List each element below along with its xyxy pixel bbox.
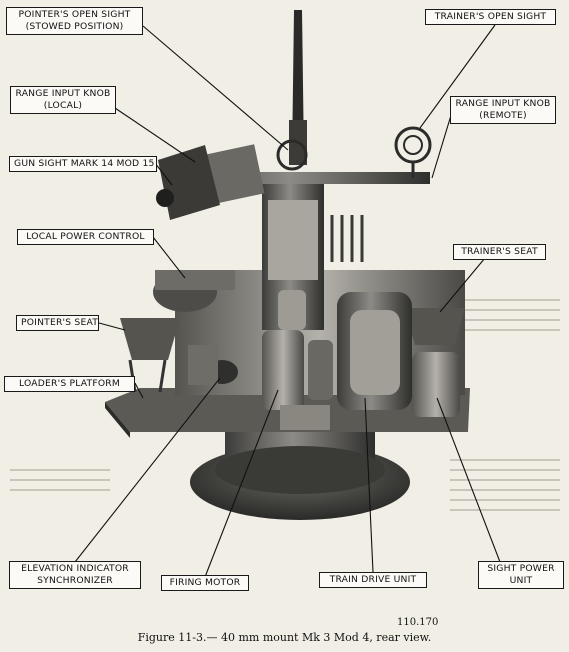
label-line: POINTER'S SEAT bbox=[21, 317, 99, 328]
firing-motor-housing bbox=[262, 330, 304, 410]
label-line: GUN SIGHT MARK 14 MOD 15 bbox=[14, 158, 155, 169]
gun-sight-body bbox=[158, 145, 220, 220]
label-line: RANGE INPUT KNOB bbox=[15, 88, 111, 99]
label-loaders-platform: LOADER'S PLATFORM bbox=[4, 376, 135, 392]
label-line: LOCAL POWER CONTROL bbox=[26, 231, 145, 242]
label-range-input-knob-remote: RANGE INPUT KNOB (REMOTE) bbox=[450, 96, 556, 124]
label-gun-sight: GUN SIGHT MARK 14 MOD 15 bbox=[9, 156, 157, 172]
label-pointers-open-sight: POINTER'S OPEN SIGHT (STOWED POSITION) bbox=[6, 7, 143, 35]
label-range-input-knob-local: RANGE INPUT KNOB (LOCAL) bbox=[10, 86, 116, 114]
label-line: SYNCHRONIZER bbox=[37, 575, 113, 586]
label-line: (LOCAL) bbox=[43, 100, 83, 111]
figure-number: 110.170 bbox=[397, 617, 439, 628]
leader-lines bbox=[74, 24, 501, 578]
label-trainers-seat: TRAINER'S SEAT bbox=[453, 244, 546, 260]
background-page-text bbox=[10, 299, 560, 511]
label-line: TRAIN DRIVE UNIT bbox=[329, 574, 417, 585]
label-sight-power-unit: SIGHT POWER UNIT bbox=[478, 561, 564, 589]
label-line: LOADER'S PLATFORM bbox=[19, 378, 120, 389]
pointers-seat-shape bbox=[120, 318, 180, 360]
label-line: FIRING MOTOR bbox=[169, 577, 241, 588]
sight-power-unit-housing bbox=[412, 352, 460, 417]
label-elevation-indicator-synchronizer: ELEVATION INDICATOR SYNCHRONIZER bbox=[9, 561, 141, 589]
label-line: POINTER'S OPEN SIGHT bbox=[18, 9, 131, 20]
trainers-seat-shape bbox=[405, 308, 465, 345]
label-line: RANGE INPUT KNOB bbox=[455, 98, 551, 109]
label-pointers-seat: POINTER'S SEAT bbox=[16, 315, 99, 331]
label-line: (REMOTE) bbox=[479, 110, 527, 121]
label-line: SIGHT POWER bbox=[487, 563, 555, 574]
label-trainers-open-sight: TRAINER'S OPEN SIGHT bbox=[425, 9, 556, 25]
label-train-drive-unit: TRAIN DRIVE UNIT bbox=[319, 572, 427, 588]
label-line: ELEVATION INDICATOR bbox=[21, 563, 129, 574]
label-line: UNIT bbox=[509, 575, 533, 586]
label-line: TRAINER'S OPEN SIGHT bbox=[434, 11, 547, 22]
label-firing-motor: FIRING MOTOR bbox=[161, 575, 249, 591]
figure-caption: Figure 11-3.— 40 mm mount Mk 3 Mod 4, re… bbox=[137, 631, 432, 644]
label-line: TRAINER'S SEAT bbox=[461, 246, 538, 257]
label-local-power-control: LOCAL POWER CONTROL bbox=[17, 229, 154, 245]
label-line: (STOWED POSITION) bbox=[25, 21, 124, 32]
